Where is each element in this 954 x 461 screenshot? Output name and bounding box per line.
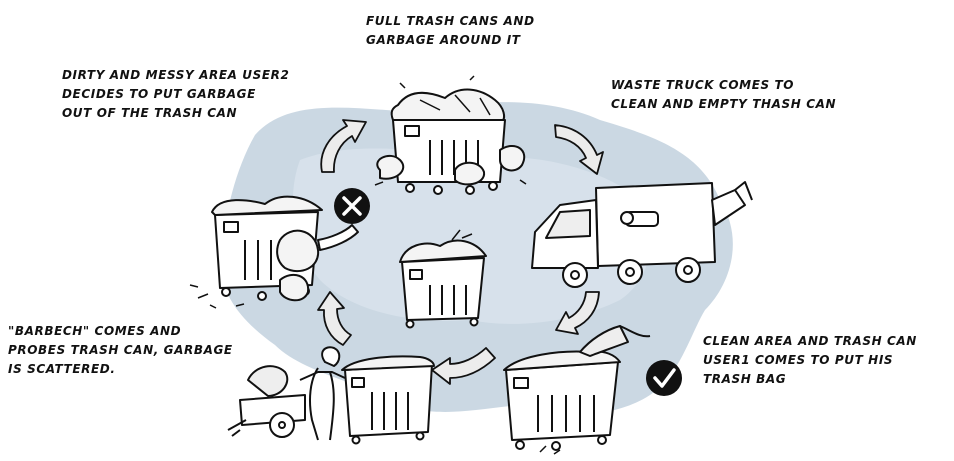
reject-badge: [334, 188, 370, 224]
caption-dirty-area: Dirty and messy area user2 decides to pu…: [62, 66, 289, 123]
caption-clean-area: Clean area and trash can user1 comes to …: [703, 332, 917, 389]
accept-badge: [646, 360, 682, 396]
caption-full-trash-cans: Full trash cans and garbage around it: [366, 12, 535, 50]
barbech-scene: [228, 347, 434, 443]
caption-barbech: "barbech" comes and probes trash can, ga…: [8, 322, 233, 379]
caption-waste-truck: Waste truck comes to clean and empty tha…: [611, 76, 836, 114]
